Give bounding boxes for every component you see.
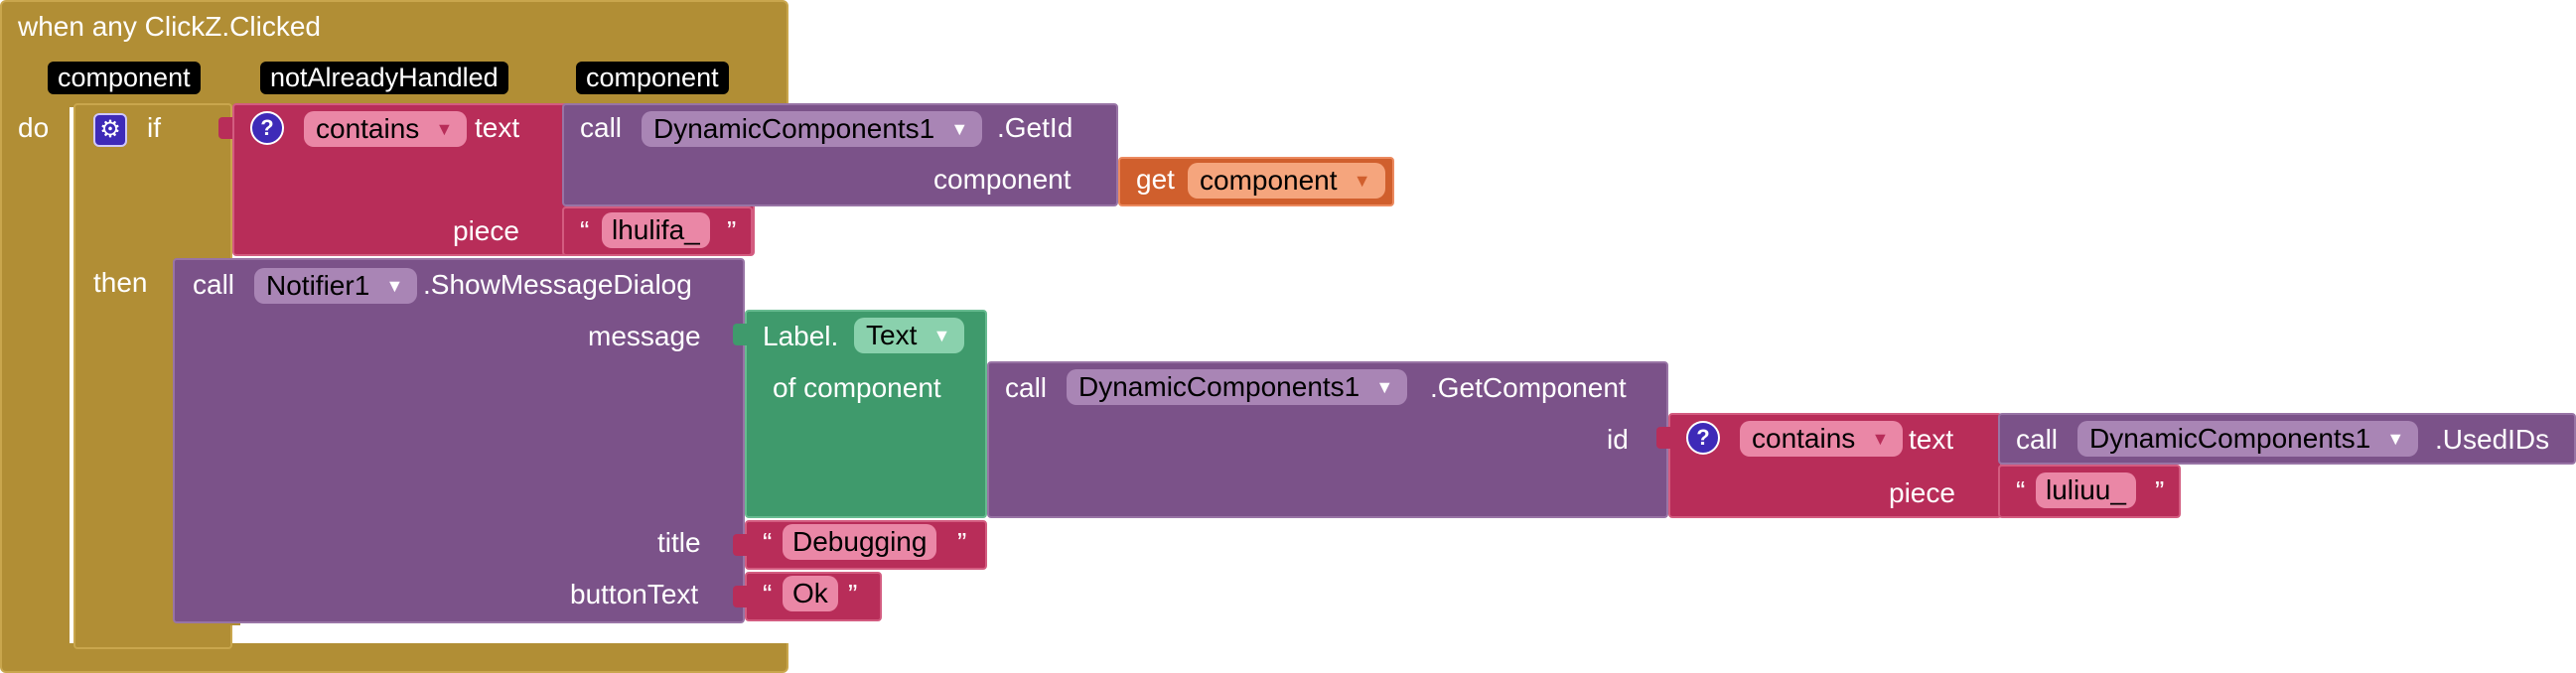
buttontext-string-value[interactable]: Ok [783,576,838,611]
label-prefix: Label. [763,321,839,351]
piece-quote-close: ” [727,215,737,246]
gear-icon[interactable]: ⚙ [93,113,127,147]
label-property-dropdown[interactable]: Text▼ [854,318,965,353]
question-icon[interactable]: ? [250,111,284,145]
get-label: get [1136,164,1175,195]
notifier-method: .ShowMessageDialog [423,269,692,300]
title-quote-close: ” [957,527,967,558]
piece-quote-open: “ [580,215,590,246]
question-icon-2[interactable]: ? [1686,421,1720,455]
label-of-component-label: of component [773,372,941,403]
notifier-title-label: title [657,527,701,558]
event-title: when any ClickZ.Clicked [18,11,321,42]
getcomponent-component-dropdown[interactable]: DynamicComponents1▼ [1067,369,1408,405]
notifier-message-label: message [588,321,701,351]
piece2-quote-close: ” [2155,475,2165,506]
contains-piece-label: piece [453,215,519,246]
contains-text-label: text [475,112,520,143]
then-label: then [93,267,148,298]
event-param-component-2[interactable]: component [576,62,729,94]
event-param-notalreadyhandled[interactable]: notAlreadyHandled [260,62,508,94]
title-quote-open: “ [763,527,773,558]
getcomponent-id-label: id [1607,424,1629,455]
notifier-component-dropdown[interactable]: Notifier1▼ [254,268,418,304]
contains-op-dropdown[interactable]: contains▼ [304,111,468,147]
condition2-connector-tab [1656,427,1670,449]
usedids-method: .UsedIDs [2435,424,2550,455]
notifier-buttontext-label: buttonText [570,579,699,609]
getid-component-dropdown[interactable]: DynamicComponents1▼ [642,111,983,147]
piece-string-value[interactable]: lhulifa_ [602,212,710,248]
event-param-component[interactable]: component [48,62,201,94]
if-label: if [147,112,161,143]
buttontext-connector-tab [733,586,747,607]
contains-op-dropdown-2[interactable]: contains▼ [1740,421,1904,457]
condition-connector-tab [218,117,232,139]
usedids-call-label: call [2016,424,2059,455]
label-connector-tab [733,324,747,345]
notifier-call-label: call [193,269,235,300]
getid-method: .GetId [997,112,1073,143]
piece2-string-value[interactable]: luliuu_ [2036,472,2136,508]
title-string-value[interactable]: Debugging [783,524,937,560]
get-variable-dropdown[interactable]: component▼ [1188,163,1385,199]
buttontext-quote-close: ” [848,579,858,609]
getid-component-arg-label: component [933,164,1072,195]
buttontext-quote-open: “ [763,579,773,609]
getcomponent-method: .GetComponent [1430,372,1627,403]
contains2-text-label: text [1909,424,1954,455]
piece2-quote-open: “ [2016,475,2026,506]
getid-call-label: call [580,112,623,143]
do-label: do [18,112,50,143]
title-connector-tab [733,534,747,556]
getcomponent-call-label: call [1005,372,1048,403]
notifier-showmessagedialog-block[interactable] [173,258,745,623]
usedids-component-dropdown[interactable]: DynamicComponents1▼ [2077,421,2419,457]
contains2-piece-label: piece [1889,477,1955,508]
